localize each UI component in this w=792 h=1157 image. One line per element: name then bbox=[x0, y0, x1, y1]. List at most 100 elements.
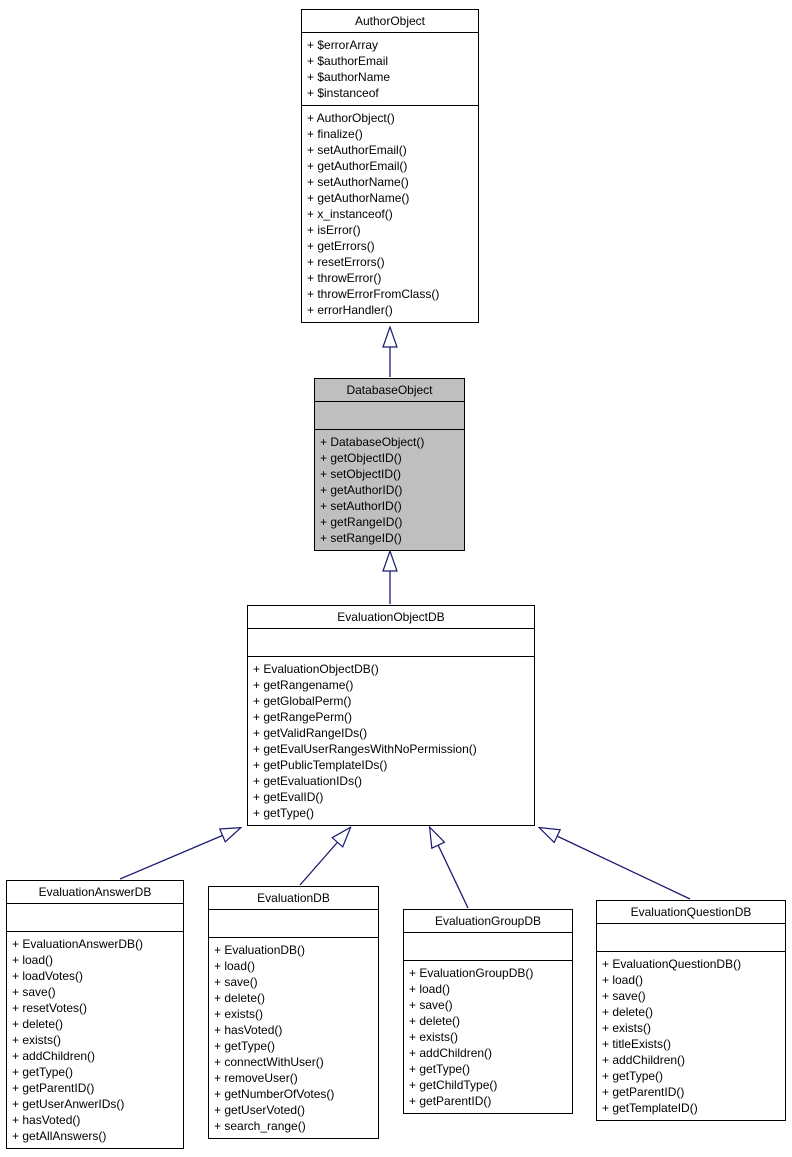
method: + EvaluationQuestionDB() bbox=[602, 957, 742, 971]
method: + x_instanceof() bbox=[307, 207, 393, 221]
method: + titleExists() bbox=[602, 1037, 672, 1051]
method: + getTemplateID() bbox=[602, 1101, 698, 1115]
method: + EvaluationAnswerDB() bbox=[12, 937, 144, 951]
attribute: + $authorEmail bbox=[307, 54, 389, 68]
attributes-compartment bbox=[7, 904, 183, 932]
method: + getRangeID() bbox=[320, 515, 403, 529]
method: + exists() bbox=[602, 1021, 652, 1035]
method: + loadVotes() bbox=[12, 969, 84, 983]
method: + finalize() bbox=[307, 127, 363, 141]
method: + addChildren() bbox=[602, 1053, 686, 1067]
class-title: EvaluationQuestionDB bbox=[597, 901, 785, 924]
edge-evaluationanswerdb-to-evaluationobjectdb bbox=[119, 828, 240, 880]
methods-compartment: + EvaluationDB() + load() + save() + delete… bbox=[209, 938, 378, 1138]
edge-evaluationquestiondb-to-evaluationobjectdb bbox=[540, 828, 691, 900]
class-title: EvaluationDB bbox=[209, 887, 378, 910]
class-box-evaluationobjectdb[interactable]: EvaluationObjectDB + EvaluationObjectDB(… bbox=[247, 605, 535, 826]
method: + getUserVoted() bbox=[214, 1103, 306, 1117]
method: + addChildren() bbox=[12, 1049, 96, 1063]
methods-compartment: + EvaluationAnswerDB() + load() + loadVote… bbox=[7, 932, 183, 1148]
method: + getParentID() bbox=[12, 1081, 95, 1095]
method: + getType() bbox=[214, 1039, 276, 1053]
method: + setAuthorName() bbox=[307, 175, 409, 189]
method: + getRangename() bbox=[253, 678, 354, 692]
method: + save() bbox=[12, 985, 56, 999]
method: + getType() bbox=[253, 806, 315, 820]
method: + setAuthorID() bbox=[320, 499, 402, 513]
class-title: AuthorObject bbox=[302, 10, 478, 33]
method: + getType() bbox=[12, 1065, 74, 1079]
method: + save() bbox=[214, 975, 258, 989]
method: + getAuthorEmail() bbox=[307, 159, 408, 173]
method: + delete() bbox=[602, 1005, 654, 1019]
class-box-evaluationgroupdb[interactable]: EvaluationGroupDB + EvaluationGroupDB()+… bbox=[403, 909, 573, 1114]
method: + delete() bbox=[12, 1017, 64, 1031]
method: + delete() bbox=[214, 991, 266, 1005]
method: + load() bbox=[12, 953, 54, 967]
method: + setAuthorEmail() bbox=[307, 143, 407, 157]
method: + throwErrorFromClass() bbox=[307, 287, 440, 301]
method: + connectWithUser() bbox=[214, 1055, 324, 1069]
method: + getEvaluationIDs() bbox=[253, 774, 363, 788]
class-title: EvaluationObjectDB bbox=[248, 606, 534, 629]
method: + resetErrors() bbox=[307, 255, 385, 269]
method: + resetVotes() bbox=[12, 1001, 88, 1015]
method: + getAllAnswers() bbox=[12, 1129, 107, 1143]
method: + getNumberOfVotes() bbox=[214, 1087, 335, 1101]
method: + setRangeID() bbox=[320, 531, 402, 545]
attributes-compartment bbox=[315, 402, 464, 430]
method: + getAuthorID() bbox=[320, 483, 403, 497]
method: + errorHandler() bbox=[307, 303, 393, 317]
method: + getValidRangeIDs() bbox=[253, 726, 368, 740]
method: + load() bbox=[602, 973, 644, 987]
method: + save() bbox=[409, 998, 453, 1012]
class-box-evaluationquestiondb[interactable]: EvaluationQuestionDB + EvaluationQuestio… bbox=[596, 900, 786, 1121]
method: + getRangePerm() bbox=[253, 710, 353, 724]
method: + hasVoted() bbox=[214, 1023, 283, 1037]
method: + getPublicTemplateIDs() bbox=[253, 758, 388, 772]
method: + getEvalUserRangesWithNoPermission() bbox=[253, 742, 477, 756]
method: + getChildType() bbox=[409, 1078, 498, 1092]
method: + load() bbox=[409, 982, 451, 996]
method: + exists() bbox=[214, 1007, 264, 1021]
method: + getEvalID() bbox=[253, 790, 324, 804]
method: + EvaluationDB() bbox=[214, 943, 306, 957]
attributes-compartment bbox=[404, 933, 572, 961]
edge-evaluationgroupdb-to-evaluationobjectdb bbox=[430, 828, 469, 909]
method: + load() bbox=[214, 959, 256, 973]
method: + setObjectID() bbox=[320, 467, 402, 481]
method: + getObjectID() bbox=[320, 451, 402, 465]
methods-compartment: + EvaluationGroupDB()+ load()+ save()+ d… bbox=[404, 961, 572, 1113]
class-box-databaseobject[interactable]: DatabaseObject + DatabaseObject() + getOb… bbox=[314, 378, 465, 551]
attribute: + $authorName bbox=[307, 70, 391, 84]
method: + DatabaseObject() bbox=[320, 435, 425, 449]
method: + getType() bbox=[602, 1069, 664, 1083]
attribute: + $errorArray bbox=[307, 38, 379, 52]
class-title: EvaluationAnswerDB bbox=[7, 881, 183, 904]
methods-compartment: + EvaluationObjectDB() + getRangename() + … bbox=[248, 657, 534, 825]
class-box-authorobject[interactable]: AuthorObject + $errorArray + $authorEmail… bbox=[301, 9, 479, 323]
method: + AuthorObject() bbox=[307, 111, 395, 125]
attributes-compartment: + $errorArray + $authorEmail + $authorName… bbox=[302, 33, 478, 106]
method: + getErrors() bbox=[307, 239, 375, 253]
attribute: + $instanceof bbox=[307, 86, 379, 100]
edge-evaluationdb-to-evaluationobjectdb bbox=[299, 828, 350, 886]
method: + getGlobalPerm() bbox=[253, 694, 352, 708]
method: + getType() bbox=[409, 1062, 471, 1076]
method: + EvaluationObjectDB() bbox=[253, 662, 379, 676]
method: + exists() bbox=[409, 1030, 459, 1044]
attributes-compartment bbox=[248, 629, 534, 657]
method: + hasVoted() bbox=[12, 1113, 81, 1127]
method: + removeUser() bbox=[214, 1071, 298, 1085]
attributes-compartment bbox=[597, 924, 785, 952]
class-title: DatabaseObject bbox=[315, 379, 464, 402]
class-box-evaluationanswerdb[interactable]: EvaluationAnswerDB + EvaluationAnswerDB(… bbox=[6, 880, 184, 1149]
method: + search_range() bbox=[214, 1119, 306, 1133]
method: + throwError() bbox=[307, 271, 382, 285]
method: + getAuthorName() bbox=[307, 191, 410, 205]
class-title: EvaluationGroupDB bbox=[404, 910, 572, 933]
method: + getUserAnwerIDs() bbox=[12, 1097, 125, 1111]
class-box-evaluationdb[interactable]: EvaluationDB + EvaluationDB() + load() + s… bbox=[208, 886, 379, 1139]
method: + exists() bbox=[12, 1033, 62, 1047]
